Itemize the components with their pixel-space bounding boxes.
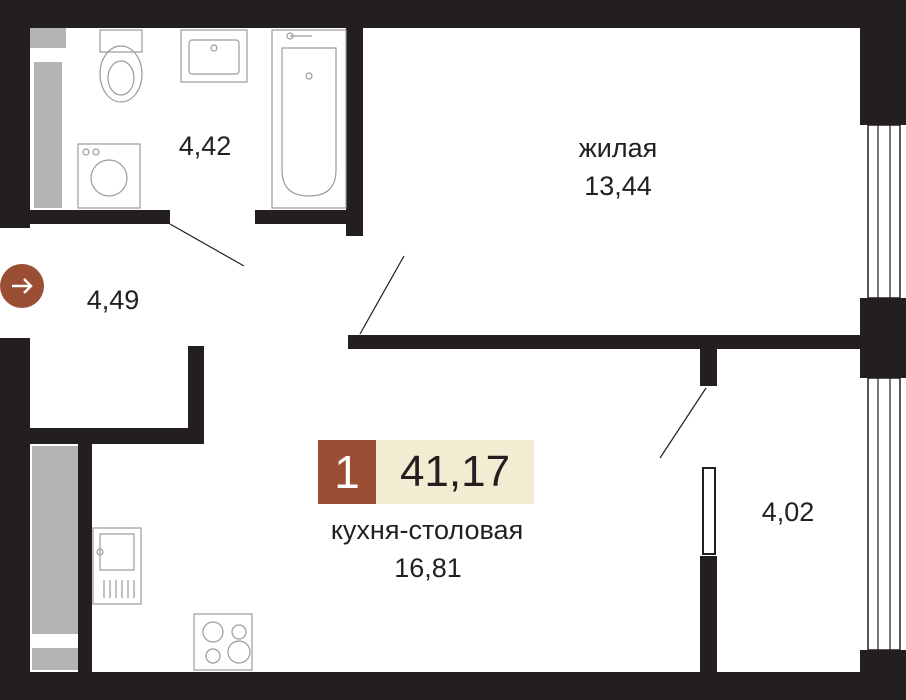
kitchen-area: 16,81 xyxy=(394,553,462,583)
room-count-badge: 1 xyxy=(318,440,376,504)
entrance-marker xyxy=(0,264,44,308)
windows xyxy=(30,28,901,670)
toilet-icon xyxy=(99,29,143,103)
sink-icon xyxy=(180,29,248,83)
fixtures xyxy=(77,29,347,671)
washing-machine-icon xyxy=(77,143,141,209)
loggia-area: 4,02 xyxy=(761,497,815,527)
hall-area: 4,49 xyxy=(86,285,140,315)
door-swings xyxy=(169,223,707,459)
arrow-right-icon xyxy=(12,278,33,294)
stove-icon xyxy=(193,613,253,671)
bathroom-area: 4,42 xyxy=(178,131,232,161)
kitchen-sink-icon xyxy=(92,527,142,605)
total-area-badge: 41,17 xyxy=(376,440,534,504)
living-room-area: 13,44 xyxy=(584,171,652,201)
bathtub-icon xyxy=(271,29,347,209)
living-room-name: жилая xyxy=(578,133,658,163)
kitchen-name: кухня-столовая xyxy=(330,515,524,545)
